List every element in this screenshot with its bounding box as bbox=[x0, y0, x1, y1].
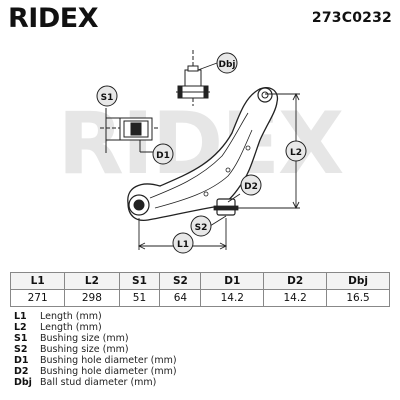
header: RIDEX 273C0232 bbox=[0, 0, 400, 36]
spec-header: Dbj bbox=[326, 272, 390, 290]
spec-header: S2 bbox=[159, 272, 202, 290]
arm-mounts bbox=[128, 87, 273, 216]
part-number: 273C0232 bbox=[311, 10, 392, 26]
legend-code: D2 bbox=[14, 366, 29, 377]
label-d2: D2 bbox=[244, 182, 258, 192]
spec-header: L2 bbox=[64, 272, 120, 290]
label-s1: S1 bbox=[101, 93, 114, 103]
badge-l2: L2 bbox=[285, 140, 307, 162]
label-dbj: Dbj bbox=[219, 60, 236, 70]
spec-header: S1 bbox=[118, 272, 161, 290]
legend-item: L2 Length (mm) bbox=[14, 322, 384, 333]
legend-code: Dbj bbox=[14, 377, 32, 388]
label-l2: L2 bbox=[290, 148, 302, 158]
control-arm bbox=[127, 87, 279, 222]
badge-d1: D1 bbox=[152, 143, 174, 165]
legend-item: L1 Length (mm) bbox=[14, 311, 384, 322]
spec-value: 51 bbox=[118, 289, 161, 307]
label-s2: S2 bbox=[195, 223, 208, 233]
legend-text: Bushing hole diameter (mm) bbox=[40, 366, 177, 377]
legend-item: D2 Bushing hole diameter (mm) bbox=[14, 366, 384, 377]
label-l1: L1 bbox=[177, 240, 189, 250]
badge-d2: D2 bbox=[240, 174, 262, 196]
bushing-detail bbox=[100, 108, 160, 153]
dimension-legend: L1 Length (mm) L2 Length (mm) S1 Bushing… bbox=[14, 311, 384, 388]
legend-code: D1 bbox=[14, 355, 29, 366]
legend-code: L2 bbox=[14, 322, 27, 333]
legend-text: Length (mm) bbox=[40, 311, 102, 322]
legend-code: S2 bbox=[14, 344, 28, 355]
badge-s2: S2 bbox=[190, 215, 212, 237]
badge-dbj: Dbj bbox=[197, 52, 238, 74]
legend-item: S1 Bushing size (mm) bbox=[14, 333, 384, 344]
brand-logo: RIDEX bbox=[8, 3, 99, 34]
spec-header: L1 bbox=[9, 272, 66, 290]
legend-code: L1 bbox=[14, 311, 27, 322]
spec-header: D2 bbox=[263, 272, 328, 290]
legend-text: Length (mm) bbox=[40, 322, 102, 333]
legend-code: S1 bbox=[14, 333, 28, 344]
spec-value: 16.5 bbox=[326, 289, 390, 307]
legend-item: Dbj Ball stud diameter (mm) bbox=[14, 377, 384, 388]
spec-table: L1 L2 S1 S2 D1 D2 Dbj 271 298 51 64 14.2… bbox=[9, 272, 390, 307]
technical-drawing: RIDEX bbox=[0, 38, 400, 263]
spec-table-value-row: 271 298 51 64 14.2 14.2 16.5 bbox=[9, 289, 390, 307]
spec-table-header-row: L1 L2 S1 S2 D1 D2 Dbj bbox=[9, 272, 390, 290]
spec-header: D1 bbox=[200, 272, 265, 290]
spec-value: 298 bbox=[64, 289, 120, 307]
spec-value: 271 bbox=[9, 289, 66, 307]
control-arm-drawing: RIDEX bbox=[58, 50, 345, 254]
label-d1: D1 bbox=[156, 151, 170, 161]
legend-text: Bushing hole diameter (mm) bbox=[40, 355, 177, 366]
badge-s1: S1 bbox=[96, 85, 118, 107]
badge-l1: L1 bbox=[172, 232, 194, 254]
legend-item: S2 Bushing size (mm) bbox=[14, 344, 384, 355]
legend-text: Bushing size (mm) bbox=[40, 333, 129, 344]
spec-value: 64 bbox=[159, 289, 202, 307]
legend-item: D1 Bushing hole diameter (mm) bbox=[14, 355, 384, 366]
legend-text: Ball stud diameter (mm) bbox=[40, 377, 157, 388]
legend-text: Bushing size (mm) bbox=[40, 344, 129, 355]
ball-joint-detail bbox=[176, 50, 210, 106]
spec-value: 14.2 bbox=[200, 289, 265, 307]
spec-value: 14.2 bbox=[263, 289, 328, 307]
